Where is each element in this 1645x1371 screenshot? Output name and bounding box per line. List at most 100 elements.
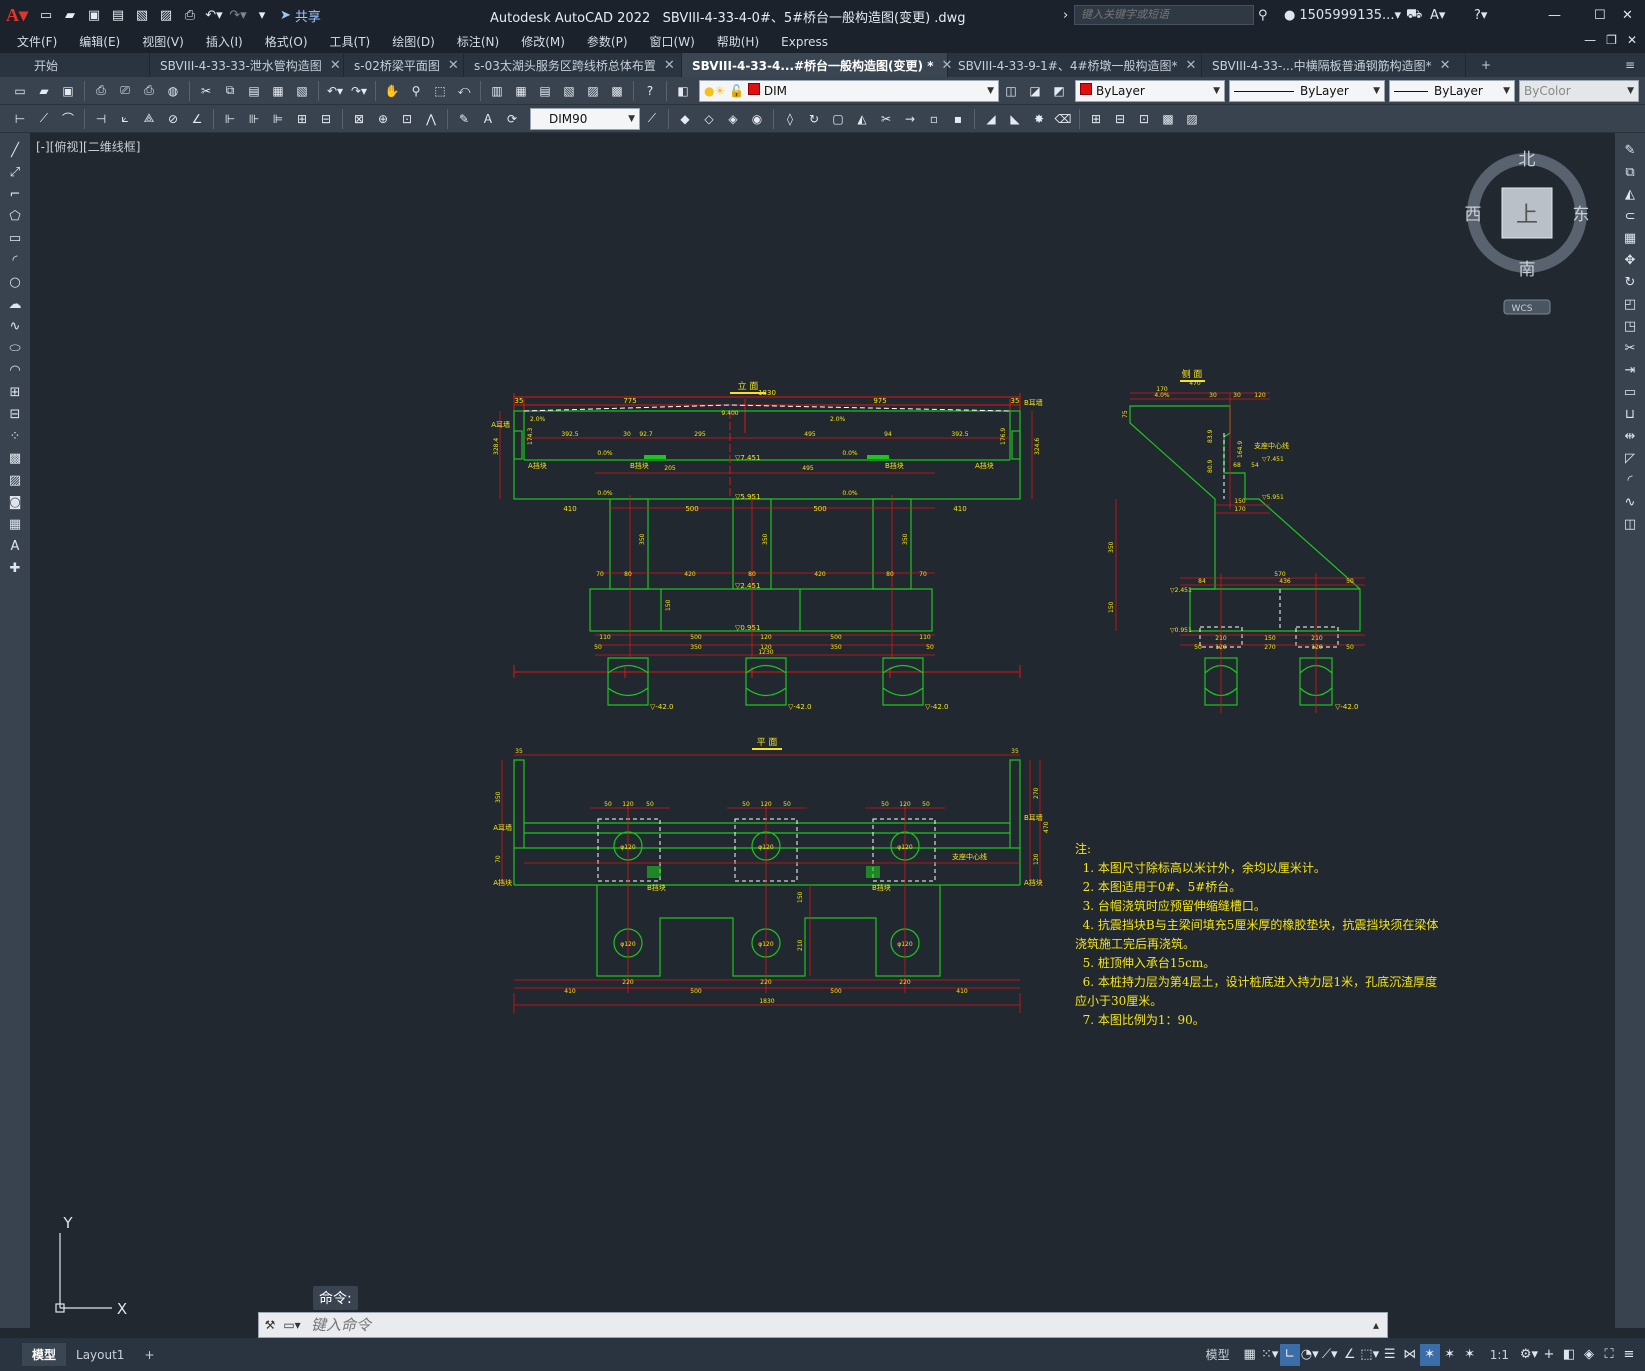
object-snap-tracking-icon[interactable]: ∠ xyxy=(1343,1347,1356,1362)
save-web-icon[interactable]: ▨ xyxy=(159,7,173,23)
object-snap-icon[interactable]: ⬚▾ xyxy=(1360,1347,1380,1362)
zoom-previous-icon[interactable]: ⤺ xyxy=(457,83,471,97)
publish-icon[interactable]: ⎙ xyxy=(144,83,154,97)
tab-file-1[interactable]: SBVIII-4-33-33-泄水管构造图✕ xyxy=(150,53,344,77)
tab-close-icon[interactable]: ✕ xyxy=(447,57,459,73)
tolerance-icon[interactable]: ⊠ xyxy=(353,111,365,126)
ortho-icon[interactable]: ∟ xyxy=(1279,1343,1300,1366)
tab-file-3[interactable]: s-03太湖头服务区跨线桥总体布置✕ xyxy=(464,53,682,77)
layer-state-icon[interactable]: ◩ xyxy=(1053,83,1065,98)
dim-style-icon[interactable]: ⟋ xyxy=(647,111,657,125)
trim-icon[interactable]: ✂ xyxy=(1624,340,1636,356)
new-tab-button[interactable]: + xyxy=(1466,53,1506,77)
rotate-icon[interactable]: ↻ xyxy=(1624,274,1636,290)
compass-north[interactable]: 北 xyxy=(1519,150,1536,170)
hardware-acceleration-icon[interactable]: ◧ xyxy=(1562,1347,1576,1362)
search-icon[interactable]: ⚲ xyxy=(1258,7,1268,23)
doc-restore-icon[interactable]: ❐ xyxy=(1606,33,1617,47)
rectangle-icon[interactable]: ▭ xyxy=(8,230,22,246)
undo-icon[interactable]: ↶▾ xyxy=(205,7,223,23)
lineweight-dropdown[interactable]: ByLayer ▼ xyxy=(1389,79,1515,102)
autocad-logo-icon[interactable]: A▾ xyxy=(5,4,29,25)
make-block-icon[interactable]: ⊟ xyxy=(9,406,21,422)
tab-file-5[interactable]: SBVIII-4-33-9-1#、4#桥墩一般构造图*✕ xyxy=(948,53,1202,77)
join-icon[interactable]: ⇹ xyxy=(1624,428,1636,444)
mirror-icon[interactable]: ◭ xyxy=(1625,186,1635,202)
gradient-icon[interactable]: ▨ xyxy=(1186,111,1198,126)
menu-express[interactable]: Express xyxy=(781,34,828,49)
design-center-icon[interactable]: ▦ xyxy=(515,83,527,98)
menu-window[interactable]: 窗口(W) xyxy=(649,35,695,49)
lineweight-icon[interactable]: ☰ xyxy=(1383,1347,1396,1362)
snap-icon[interactable]: ⁙▾ xyxy=(1260,1347,1279,1362)
dim-linear-icon[interactable]: ⊢ xyxy=(14,111,26,126)
clean-screen-icon[interactable]: ⛶ xyxy=(1604,1347,1614,1362)
auto-scale-icon[interactable]: ✶ xyxy=(1444,1347,1456,1362)
expand-search-icon[interactable]: › xyxy=(1063,7,1069,23)
array-icon[interactable]: ▦ xyxy=(1623,230,1637,246)
layer-properties-icon[interactable]: ◧ xyxy=(677,83,689,98)
search-input[interactable] xyxy=(1074,5,1254,25)
dim-edit-icon[interactable]: ✎ xyxy=(458,111,470,126)
insert-block-icon[interactable]: ⊞ xyxy=(9,384,21,400)
command-menu-icon[interactable]: ▭▾ xyxy=(283,1318,301,1332)
annotation-scale-icon[interactable]: ✶ xyxy=(1464,1347,1476,1362)
calculator-icon[interactable]: ▩ xyxy=(611,83,623,98)
plotstyle-dropdown[interactable]: ByColor ▼ xyxy=(1519,79,1639,102)
share-button[interactable]: ➤共享 xyxy=(280,7,321,25)
dim-radius-icon[interactable]: ⟀ xyxy=(121,111,129,125)
cut-icon[interactable]: ✂ xyxy=(200,83,212,98)
tab-close-icon[interactable]: ✕ xyxy=(941,57,953,73)
menu-draw[interactable]: 绘图(D) xyxy=(392,35,435,49)
ellipse-icon[interactable]: ⬭ xyxy=(9,340,21,356)
plot-icon[interactable]: ⎙ xyxy=(96,83,106,97)
dimstyle-dropdown[interactable]: DIM90 ▼ xyxy=(530,107,640,130)
layer-dropdown[interactable]: ●☀ 🔓 DIM ▼ xyxy=(699,79,999,102)
inspection-icon[interactable]: ⊡ xyxy=(401,111,413,126)
offset-icon[interactable]: ⊂ xyxy=(1624,208,1636,224)
dim-ordinate-icon[interactable]: ⊣ xyxy=(95,111,107,126)
maximize-icon[interactable]: ☐ xyxy=(1594,7,1606,23)
fillet-icon[interactable]: ◜ xyxy=(1627,472,1633,488)
chamfer-icon[interactable]: ◢ xyxy=(986,111,996,126)
point-icon[interactable]: ⁘ xyxy=(9,428,21,444)
trim-icon[interactable]: ✂ xyxy=(880,111,892,126)
menu-tools[interactable]: 工具(T) xyxy=(329,35,371,49)
spline-icon[interactable]: ∿ xyxy=(9,318,21,334)
extend-icon[interactable]: ⇥ xyxy=(1624,362,1636,378)
model-space-button[interactable]: 模型 xyxy=(1205,1348,1230,1362)
dim-jogged-icon[interactable]: ⟁ xyxy=(143,111,155,125)
transparency-icon[interactable]: ⋈ xyxy=(1403,1347,1417,1362)
help-icon[interactable]: ?▾ xyxy=(1474,7,1488,23)
drawing-canvas[interactable] xyxy=(30,133,1615,1328)
tab-close-icon[interactable]: ✕ xyxy=(1439,57,1451,73)
autodesk-app-icon[interactable]: A▾ xyxy=(1430,7,1446,23)
viewcube[interactable]: 上 北 南 东 西 WCS xyxy=(1465,150,1590,315)
wrench-icon[interactable]: ⚒ xyxy=(264,1318,276,1332)
line-icon[interactable]: ╱ xyxy=(11,142,19,158)
chamfer-icon[interactable]: ◸ xyxy=(1625,450,1635,466)
isolate-objects-icon[interactable]: ◈ xyxy=(1584,1347,1594,1362)
move-icon[interactable]: ◆ xyxy=(680,111,690,126)
markup-icon[interactable]: ▨ xyxy=(587,83,599,98)
hatch-icon[interactable]: ▩ xyxy=(1162,111,1174,126)
new-file-icon[interactable]: ▭ xyxy=(39,7,53,23)
offset-icon[interactable]: ◉ xyxy=(751,111,763,126)
isodraft-icon[interactable]: ⟋▾ xyxy=(1321,1347,1338,1362)
dim-text-edit-icon[interactable]: Ａ xyxy=(481,112,494,126)
new-icon[interactable]: ▭ xyxy=(14,83,26,98)
dim-continue-icon[interactable]: ⊫ xyxy=(272,111,284,126)
dim-break-icon[interactable]: ⊟ xyxy=(320,111,332,126)
scale-icon[interactable]: ◰ xyxy=(1623,296,1637,312)
user-account[interactable]: ●1505999135...▾ xyxy=(1284,7,1401,23)
dim-arc-icon[interactable]: ⌒ xyxy=(61,112,74,126)
tab-file-active[interactable]: SBVIII-4-33-4...#桥台一般构造图(变更) *✕ xyxy=(682,53,952,77)
save-as-icon[interactable]: ▤ xyxy=(111,7,125,23)
menu-modify[interactable]: 修改(M) xyxy=(521,35,565,49)
break-icon[interactable]: ▫ xyxy=(929,111,939,126)
layer-previous-icon[interactable]: ◪ xyxy=(1029,83,1041,98)
arc-icon[interactable]: ◜ xyxy=(12,252,18,268)
cart-icon[interactable]: ⛟ xyxy=(1406,6,1423,22)
properties-icon[interactable]: ▥ xyxy=(491,83,503,98)
make-current-icon[interactable]: ◫ xyxy=(1005,83,1017,98)
